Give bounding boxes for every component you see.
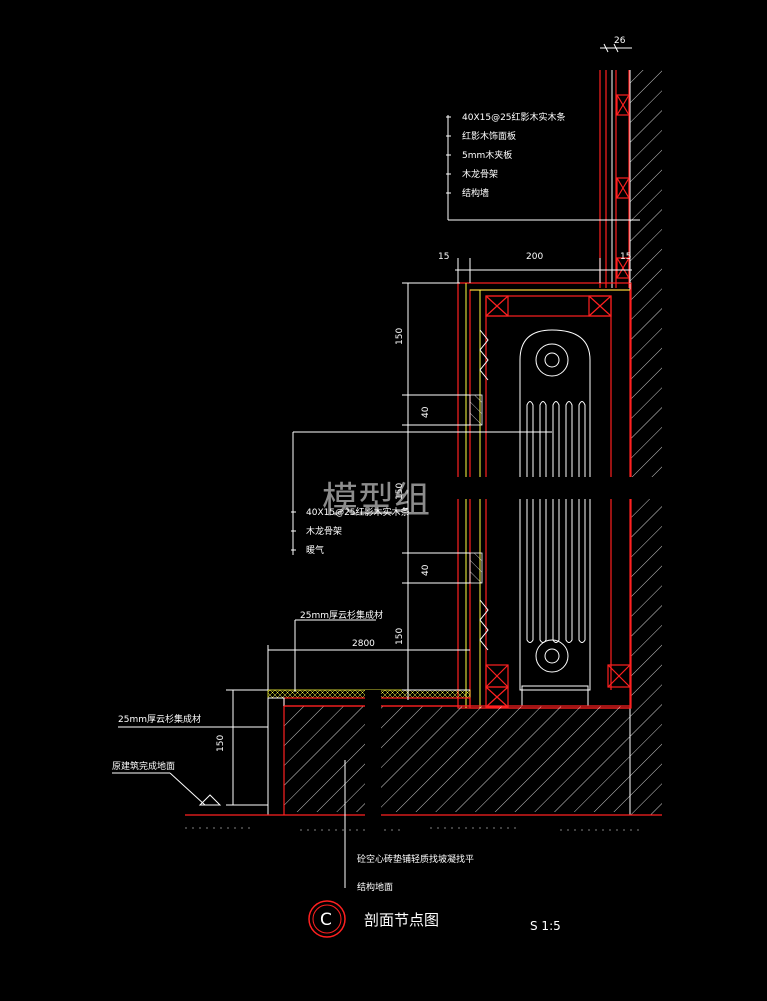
dim-150-base: 150 — [216, 735, 226, 752]
note-grille-strip: 40X15@25红影木实木条 — [306, 506, 410, 518]
drawing-scale: S 1:5 — [530, 919, 561, 933]
note-wall-frame: 木龙骨架 — [462, 168, 498, 180]
leader-lines — [112, 115, 640, 888]
dim-40-a: 40 — [421, 406, 431, 418]
watermark: 模型组 — [322, 480, 430, 521]
note-wall-panel: 红影木饰面板 — [462, 130, 516, 142]
structural-wall — [629, 70, 662, 815]
floor-slab — [185, 690, 662, 850]
break-band — [440, 477, 662, 499]
label-slab: 结构地面 — [357, 881, 393, 893]
dim-2800: 2800 — [352, 639, 375, 649]
dim-15-right: 15 — [620, 252, 631, 262]
note-wall-strip: 40X15@25红影木实木条 — [462, 111, 566, 123]
note-grille-radiator: 暖气 — [306, 544, 324, 556]
dim-150-low: 150 — [395, 628, 405, 645]
note-grille-frame: 木龙骨架 — [306, 525, 342, 537]
dim-150-top: 150 — [395, 328, 405, 345]
dimension-lines — [226, 43, 632, 806]
label-floor: 原建筑完成地面 — [112, 760, 175, 772]
dim-150-mid: 150 — [395, 483, 405, 500]
wall-finish-layers — [599, 70, 630, 288]
dim-15-left: 15 — [438, 252, 449, 262]
drawing-title: 剖面节点图 — [364, 911, 439, 929]
dim-200: 200 — [526, 252, 543, 262]
radiator — [519, 329, 591, 707]
dim-26: 26 — [614, 36, 626, 46]
label-screed: 砼空心砖垫铺轻质找坡凝找平 — [357, 853, 474, 865]
label-sill: 25mm厚云杉集成材 — [300, 609, 383, 621]
note-wall-structure: 结构墙 — [462, 187, 489, 199]
label-step: 25mm厚云杉集成材 — [118, 713, 201, 725]
detail-marker-letter: C — [320, 910, 332, 930]
detail-marker — [308, 900, 346, 938]
dim-40-b: 40 — [421, 564, 431, 576]
note-wall-plywood: 5mm木夹板 — [462, 149, 512, 161]
